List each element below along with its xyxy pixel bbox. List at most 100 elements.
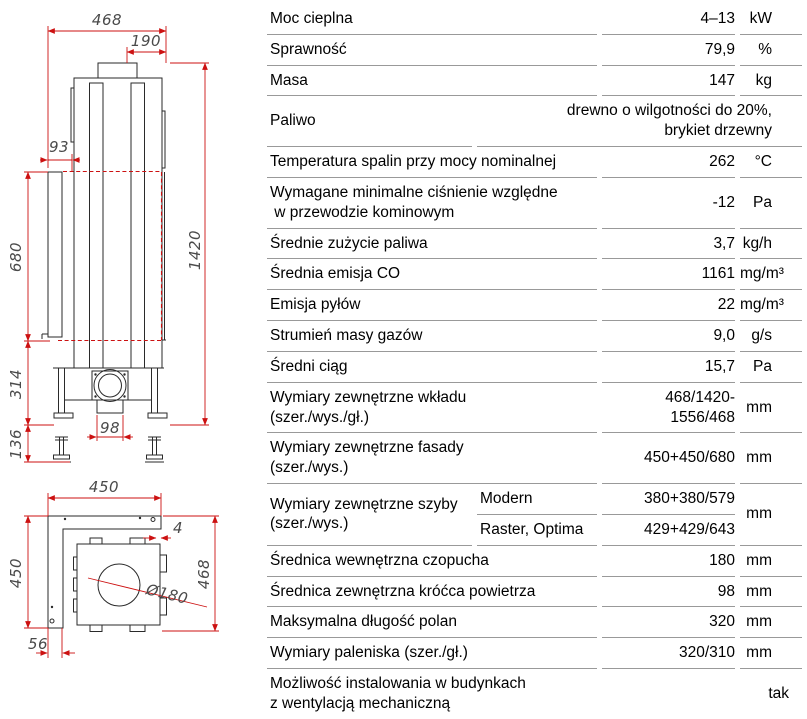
- spec-unit: Pa: [740, 352, 802, 383]
- dim-base-height: 314: [7, 369, 25, 399]
- spec-label: Średni ciąg: [267, 352, 597, 383]
- dim-front-width: 468: [92, 11, 122, 29]
- dim-spigot-width: 98: [100, 419, 120, 437]
- spec-value: 147: [602, 66, 735, 97]
- spec-label: Emisja pyłów: [267, 290, 597, 322]
- spec-label: Średnie zużycie paliwa: [267, 229, 597, 260]
- spec-unit: kg/h: [740, 229, 802, 260]
- spec-value: 450+450/680: [602, 433, 735, 485]
- spec-row: Wymiary zewnętrzne szyby (szer./wys.)Mod…: [267, 484, 802, 546]
- spec-label: Wymiary paleniska (szer./gł.): [267, 638, 597, 670]
- adjustable-foot-left: [52, 436, 71, 463]
- spec-unit: mm: [740, 383, 802, 434]
- spec-label: Strumień masy gazów: [267, 321, 597, 352]
- spec-label: Średnica wewnętrzna czopucha: [267, 546, 597, 577]
- spec-label: Wymiary zewnętrzne fasady (szer./wys.): [267, 433, 597, 485]
- dim-side-offset: 56: [28, 635, 48, 653]
- spec-label: Masa: [267, 66, 597, 97]
- dim-total-height: 1420: [186, 230, 204, 270]
- spec-unit: g/s: [740, 321, 802, 352]
- spec-value: 9,0: [602, 321, 735, 352]
- spec-value: 180: [602, 546, 735, 577]
- spec-unit: mg/m³: [740, 259, 802, 291]
- spec-unit: °C: [740, 147, 802, 178]
- dim-left-offset: 93: [49, 138, 69, 156]
- front-view-dimensions: 468 190 93 680 314: [7, 11, 209, 463]
- spec-unit: Pa: [740, 178, 802, 229]
- spec-row: Wymiary zewnętrzne fasady (szer./wys.)45…: [267, 433, 802, 485]
- spec-label: Wymagane minimalne ciśnienie względne w …: [267, 178, 597, 229]
- spec-value: 320: [602, 607, 735, 639]
- spec-value: 262: [602, 147, 735, 178]
- spec-value: 98: [602, 577, 735, 608]
- spec-value: 15,7: [602, 352, 735, 383]
- spec-variant-value: 429+429/643: [602, 515, 735, 546]
- spec-unit: mg/m³: [740, 290, 802, 322]
- spec-variant-value: 380+380/579: [602, 484, 735, 515]
- spec-value: tak: [768, 684, 789, 702]
- spec-label: Średnica zewnętrzna króćca powietrza: [267, 577, 597, 608]
- fireplace-dimension-drawing: 468 190 93 680 314: [7, 11, 219, 658]
- front-view-drawing: [41, 62, 168, 463]
- dim-feet-height: 136: [7, 429, 25, 459]
- spec-label: Temperatura spalin przy mocy nominalnej: [267, 147, 597, 178]
- spec-label: Sprawność: [267, 35, 597, 66]
- spec-unit: mm: [740, 638, 802, 670]
- adjustable-foot-right: [145, 436, 164, 463]
- spec-unit: kg: [740, 66, 802, 97]
- spec-label: Paliwo: [267, 96, 472, 148]
- dim-tab-thickness: 4: [173, 519, 183, 537]
- spec-unit: mm: [740, 546, 802, 577]
- spec-value: 468/1420-1556/468: [602, 383, 735, 434]
- spec-row: Wymagane minimalne ciśnienie względne w …: [267, 178, 802, 229]
- spec-variant-label: Modern: [477, 484, 597, 515]
- dim-chimney-width: 190: [131, 32, 161, 50]
- spec-label: Maksymalna długość polan: [267, 607, 597, 639]
- spec-label: Średnia emisja CO: [267, 259, 597, 291]
- spec-value: 22: [602, 290, 735, 322]
- dim-plan-depth-right: 468: [195, 559, 213, 589]
- spec-label: Możliwość instalowania w budynkach z wen…: [270, 675, 526, 712]
- spec-value: -12: [602, 178, 735, 229]
- dim-facade-height: 680: [7, 242, 25, 272]
- spec-row: Możliwość instalowania w budynkach z wen…: [267, 669, 802, 719]
- technical-drawing-panel: 468 190 93 680 314: [0, 0, 262, 700]
- spec-unit: mm: [740, 433, 802, 485]
- spec-row: Wymiary zewnętrzne wkładu (szer./wys./gł…: [267, 383, 802, 434]
- spec-unit: mm: [740, 607, 802, 639]
- spec-label: Wymiary zewnętrzne szyby (szer./wys.): [267, 484, 472, 546]
- spec-unit: kW: [740, 4, 802, 35]
- spec-value: 320/310: [602, 638, 735, 670]
- spec-value: 1161: [602, 259, 735, 291]
- plan-view-dimensions: 450 450 468 4 Ø180: [7, 478, 219, 658]
- spec-label: Moc cieplna: [267, 4, 597, 35]
- spec-label: Wymiary zewnętrzne wkładu (szer./wys./gł…: [267, 383, 597, 434]
- spec-unit: mm: [740, 484, 802, 546]
- spec-unit: mm: [740, 577, 802, 608]
- spec-unit: %: [740, 35, 802, 66]
- spec-value: 79,9: [602, 35, 735, 66]
- spec-value: drewno o wilgotności do 20%, brykiet drz…: [477, 96, 802, 148]
- spec-variant-label: Raster, Optima: [477, 515, 597, 546]
- plan-view-drawing: [47, 515, 167, 632]
- spec-value: 3,7: [602, 229, 735, 260]
- spec-value: 4–13: [602, 4, 735, 35]
